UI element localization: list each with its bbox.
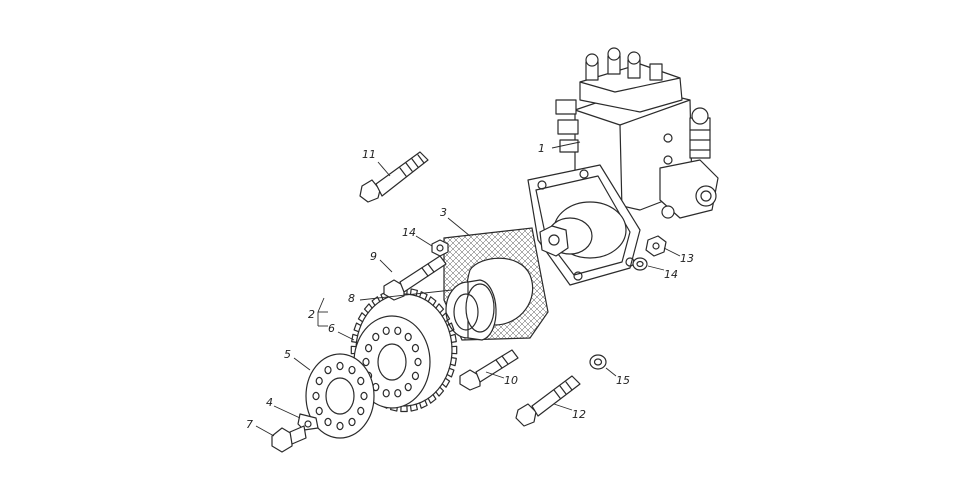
washer-14-lower (632, 257, 648, 271)
fuel-pump-assembly (527, 47, 719, 286)
label-15: 15 (616, 374, 630, 387)
hub-plate (305, 353, 375, 439)
label-8: 8 (348, 292, 355, 305)
label-4: 4 (266, 396, 273, 409)
label-14-lower: 14 (664, 268, 678, 281)
label-11: 11 (362, 148, 376, 161)
label-1: 1 (538, 142, 545, 155)
label-12: 12 (572, 408, 586, 421)
label-9: 9 (370, 250, 377, 263)
label-10: 10 (504, 374, 518, 387)
nut-14-upper (431, 239, 449, 257)
label-5: 5 (284, 348, 291, 361)
label-6: 6 (328, 322, 335, 335)
label-3: 3 (440, 206, 447, 219)
label-14-upper: 14 (402, 226, 416, 239)
leader-lines (255, 141, 681, 437)
part-number-labels: 1 2 3 4 5 6 7 8 9 10 11 12 13 14 14 15 (246, 142, 694, 431)
label-7: 7 (246, 418, 253, 431)
bolt-10 (459, 349, 519, 391)
label-2: 2 (308, 308, 315, 321)
stud-12 (515, 375, 581, 427)
stud-11 (359, 151, 429, 203)
label-13: 13 (680, 252, 694, 265)
drive-sleeve (445, 279, 497, 341)
bolt-7 (271, 425, 307, 453)
washer-15 (589, 354, 607, 370)
bolt-9 (383, 255, 447, 301)
nut-13 (645, 235, 667, 257)
